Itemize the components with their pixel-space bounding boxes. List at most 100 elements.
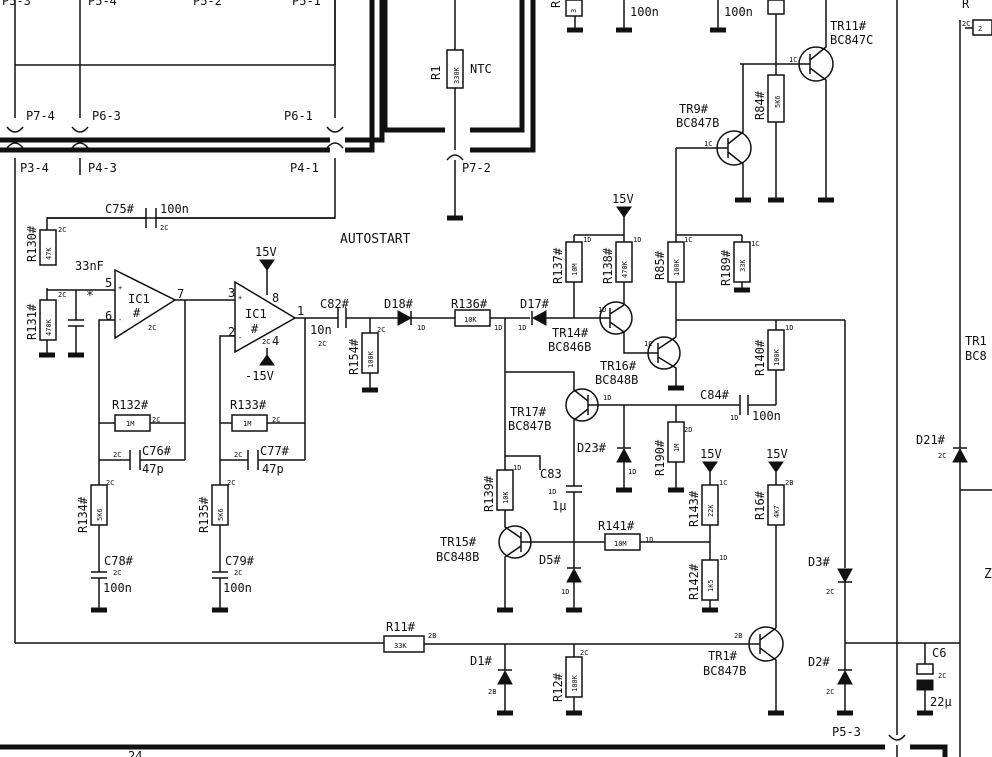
d18-ref: D18#: [384, 297, 414, 311]
wire-r85-r189: [675, 148, 743, 337]
tr14-ref: TR14#: [552, 326, 589, 340]
ic1a-plus: +: [118, 284, 122, 292]
r12-ref: R12#: [551, 672, 565, 702]
capacitor-c82: [337, 308, 398, 328]
r131-size: 2C: [58, 291, 66, 299]
capacitor-c83: [566, 432, 582, 542]
d23-size: 1D: [628, 468, 636, 476]
tr15-ref: TR15#: [440, 535, 477, 549]
tr11-ref: TR11#: [830, 19, 867, 33]
resistor-r137: [565, 241, 583, 283]
c76-value: 47p: [142, 462, 164, 476]
r190-ref: R190#: [653, 439, 667, 476]
right-r-box: 2: [978, 25, 982, 33]
label-p5-3: P5-3: [832, 725, 861, 739]
d2-size: 2C: [826, 688, 834, 696]
bus-d: [470, 0, 536, 153]
ic1b-vneg: -15V: [245, 369, 274, 383]
tr11-size: 1C: [789, 56, 797, 64]
c79-value: 100n: [223, 581, 252, 595]
r137-ref: R137#: [551, 247, 565, 284]
capacitor-c6-plate: [916, 663, 934, 675]
r137-size: 1D: [583, 236, 591, 244]
ic1a-minus: -: [118, 316, 122, 324]
bus-a: [0, 0, 385, 143]
tr14-part: BC846B: [548, 340, 591, 354]
c76-ref: C76#: [142, 444, 172, 458]
resistor-r11: [383, 635, 425, 653]
tr14-leads: [598, 304, 645, 354]
capacitor-c84: [598, 395, 776, 415]
r190-value: 1M: [673, 444, 681, 452]
r8x-value: 3: [570, 9, 578, 13]
resistor-r130: [39, 229, 57, 266]
resistor-r189: [733, 241, 751, 283]
r139-value: 10K: [502, 491, 510, 504]
r142-size: 1D: [719, 554, 727, 562]
resistor-r12: [565, 656, 583, 698]
wire-d18-r136: [410, 311, 530, 325]
c83-value: 1µ: [552, 499, 566, 513]
right-z-mark: Z: [984, 567, 992, 582]
opamp-ic1a: [114, 268, 177, 340]
d18-size: 1D: [417, 324, 425, 332]
supply-arrow-ic1b-neg: [259, 354, 275, 366]
r133-value: 1M: [243, 420, 251, 428]
tr14-size: 1D: [598, 306, 606, 314]
resistor-r142: [701, 559, 719, 601]
label-p6-1: P6-1: [284, 109, 313, 123]
r139-size: 1D: [513, 464, 521, 472]
c6-value: 22µ: [930, 695, 952, 709]
tr1-leads: [424, 627, 777, 713]
right-tr-partial: TR1: [965, 334, 987, 348]
wire-top-loop: [15, 0, 336, 66]
r16-supply: 15V: [766, 447, 788, 461]
r135-value: 5K6: [217, 508, 225, 521]
resistor-r133: [231, 414, 268, 432]
d17-ref: D17#: [520, 297, 550, 311]
c84-size: 1D: [730, 414, 738, 422]
r133-size: 2C: [272, 416, 280, 424]
ic1a-pin6: 6: [105, 309, 112, 323]
label-p4-3: P4-3: [88, 161, 117, 175]
ic1a-hash: #: [133, 306, 141, 320]
r11-ref: R11#: [386, 620, 416, 634]
r154-ref: R154#: [347, 338, 361, 375]
r143-size: 1C: [719, 479, 727, 487]
r143-supply: 15V: [700, 447, 722, 461]
diode-d18: [397, 310, 413, 326]
resistor-r131: [39, 299, 57, 341]
c83-ref: C83: [540, 467, 562, 481]
ic1a-pin5: 5: [105, 276, 112, 290]
label-p4-1: P4-1: [290, 161, 319, 175]
r1-ref: R1: [429, 66, 443, 80]
d3-size: 2C: [826, 588, 834, 596]
d5-size: 1D: [561, 588, 569, 596]
ic1b-vpos: 15V: [255, 245, 277, 259]
c75-size: 2C: [160, 224, 168, 232]
r136-ref: R136#: [451, 297, 488, 311]
wire-r137-r138: [573, 214, 625, 318]
c82-ref: C82#: [320, 297, 350, 311]
wire-ic1b: [219, 317, 338, 500]
resistor-r139: [496, 469, 514, 511]
diode-d2: [837, 669, 853, 685]
d17-size: 1D: [518, 324, 526, 332]
r132-value: 1M: [126, 420, 134, 428]
r134-size: 2C: [106, 479, 114, 487]
d23-ref: D23#: [577, 441, 607, 455]
resistor-r8x: [565, 0, 583, 17]
r85-size: 1C: [684, 236, 692, 244]
ic1b-ref: IC1: [245, 307, 267, 321]
r85-value: 100K: [673, 258, 681, 276]
wire-ic1b-feedback: [220, 422, 306, 461]
resistor-r1: [446, 49, 464, 89]
c78-ref: C78#: [104, 554, 134, 568]
r140-ref: R140#: [753, 339, 767, 376]
right-r-partial: R: [962, 0, 970, 11]
c77-size: 2C: [234, 451, 242, 459]
ic1-stage: AUTOSTART C75# 100n 2C R130# 47K 2C R131…: [25, 202, 411, 613]
resistor-right-partial: [972, 19, 992, 36]
r189-ref: R189#: [719, 249, 733, 286]
